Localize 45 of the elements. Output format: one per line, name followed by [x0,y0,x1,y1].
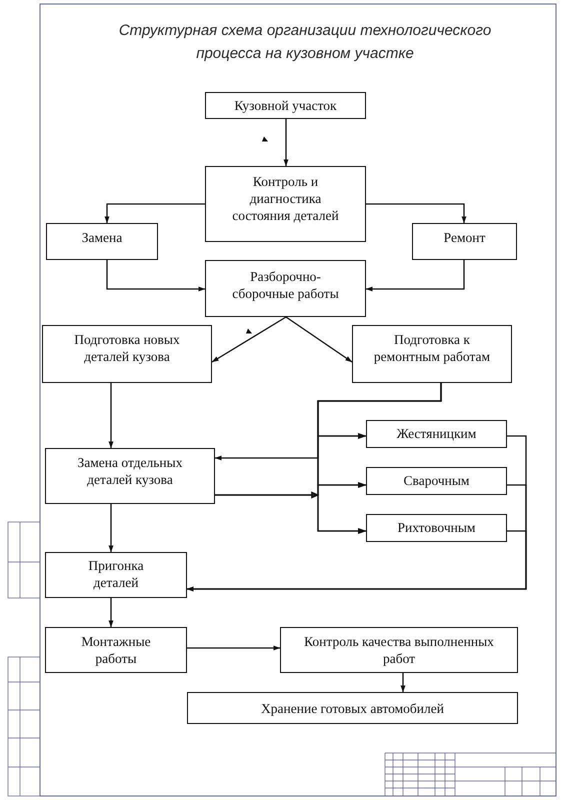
process-box [46,223,158,260]
arrow [108,598,114,628]
arrow [214,492,367,534]
process-box [352,325,512,383]
step-label: Разборочно- сборочные работы [232,269,339,301]
arrow [212,316,286,363]
arrow [108,383,114,448]
arrow [400,673,406,692]
step-label: Рихтовочным [398,520,476,535]
arrow [286,316,352,363]
diagram-title: Структурная схема организации технологического процесса на кузовном участке [118,22,492,62]
arrow [366,203,466,224]
step-label: Жестяницким [396,426,476,441]
arrow [186,530,527,592]
process-box [45,552,187,598]
process-box [205,92,366,119]
process-box [366,514,507,542]
step-label: Хранение готовых автомобилей [261,701,444,716]
step-label: Замена [82,230,122,245]
process-box [45,627,187,673]
arrow [284,119,288,166]
step-label: Подготовка новых деталей кузова [74,332,180,364]
arrow [104,203,205,224]
process-box [45,448,215,504]
process-box [42,325,212,383]
step-label: Пригонка деталей [88,558,144,590]
process-box [366,467,507,495]
arrow [106,260,206,292]
process-box [205,166,366,242]
step-label: Сварочным [404,473,470,488]
process-box [205,260,366,317]
process-box [280,627,518,673]
arrow [187,646,280,650]
process-box [187,692,518,724]
process-box [366,420,507,448]
step-label: Замена отдельных деталей кузова [78,455,182,487]
step-label: Контроль и диагностика состояния деталей [232,174,339,223]
step-label: Монтажные работы [81,634,151,666]
arrow [108,504,114,552]
process-box [412,223,517,260]
step-label: Подготовка к ремонтным работам [374,332,490,364]
arrow [366,260,465,292]
step-label: Ремонт [444,230,486,245]
step-label: Контроль качества выполненных работ [304,634,494,666]
step-label: Кузовной участок [234,98,337,113]
